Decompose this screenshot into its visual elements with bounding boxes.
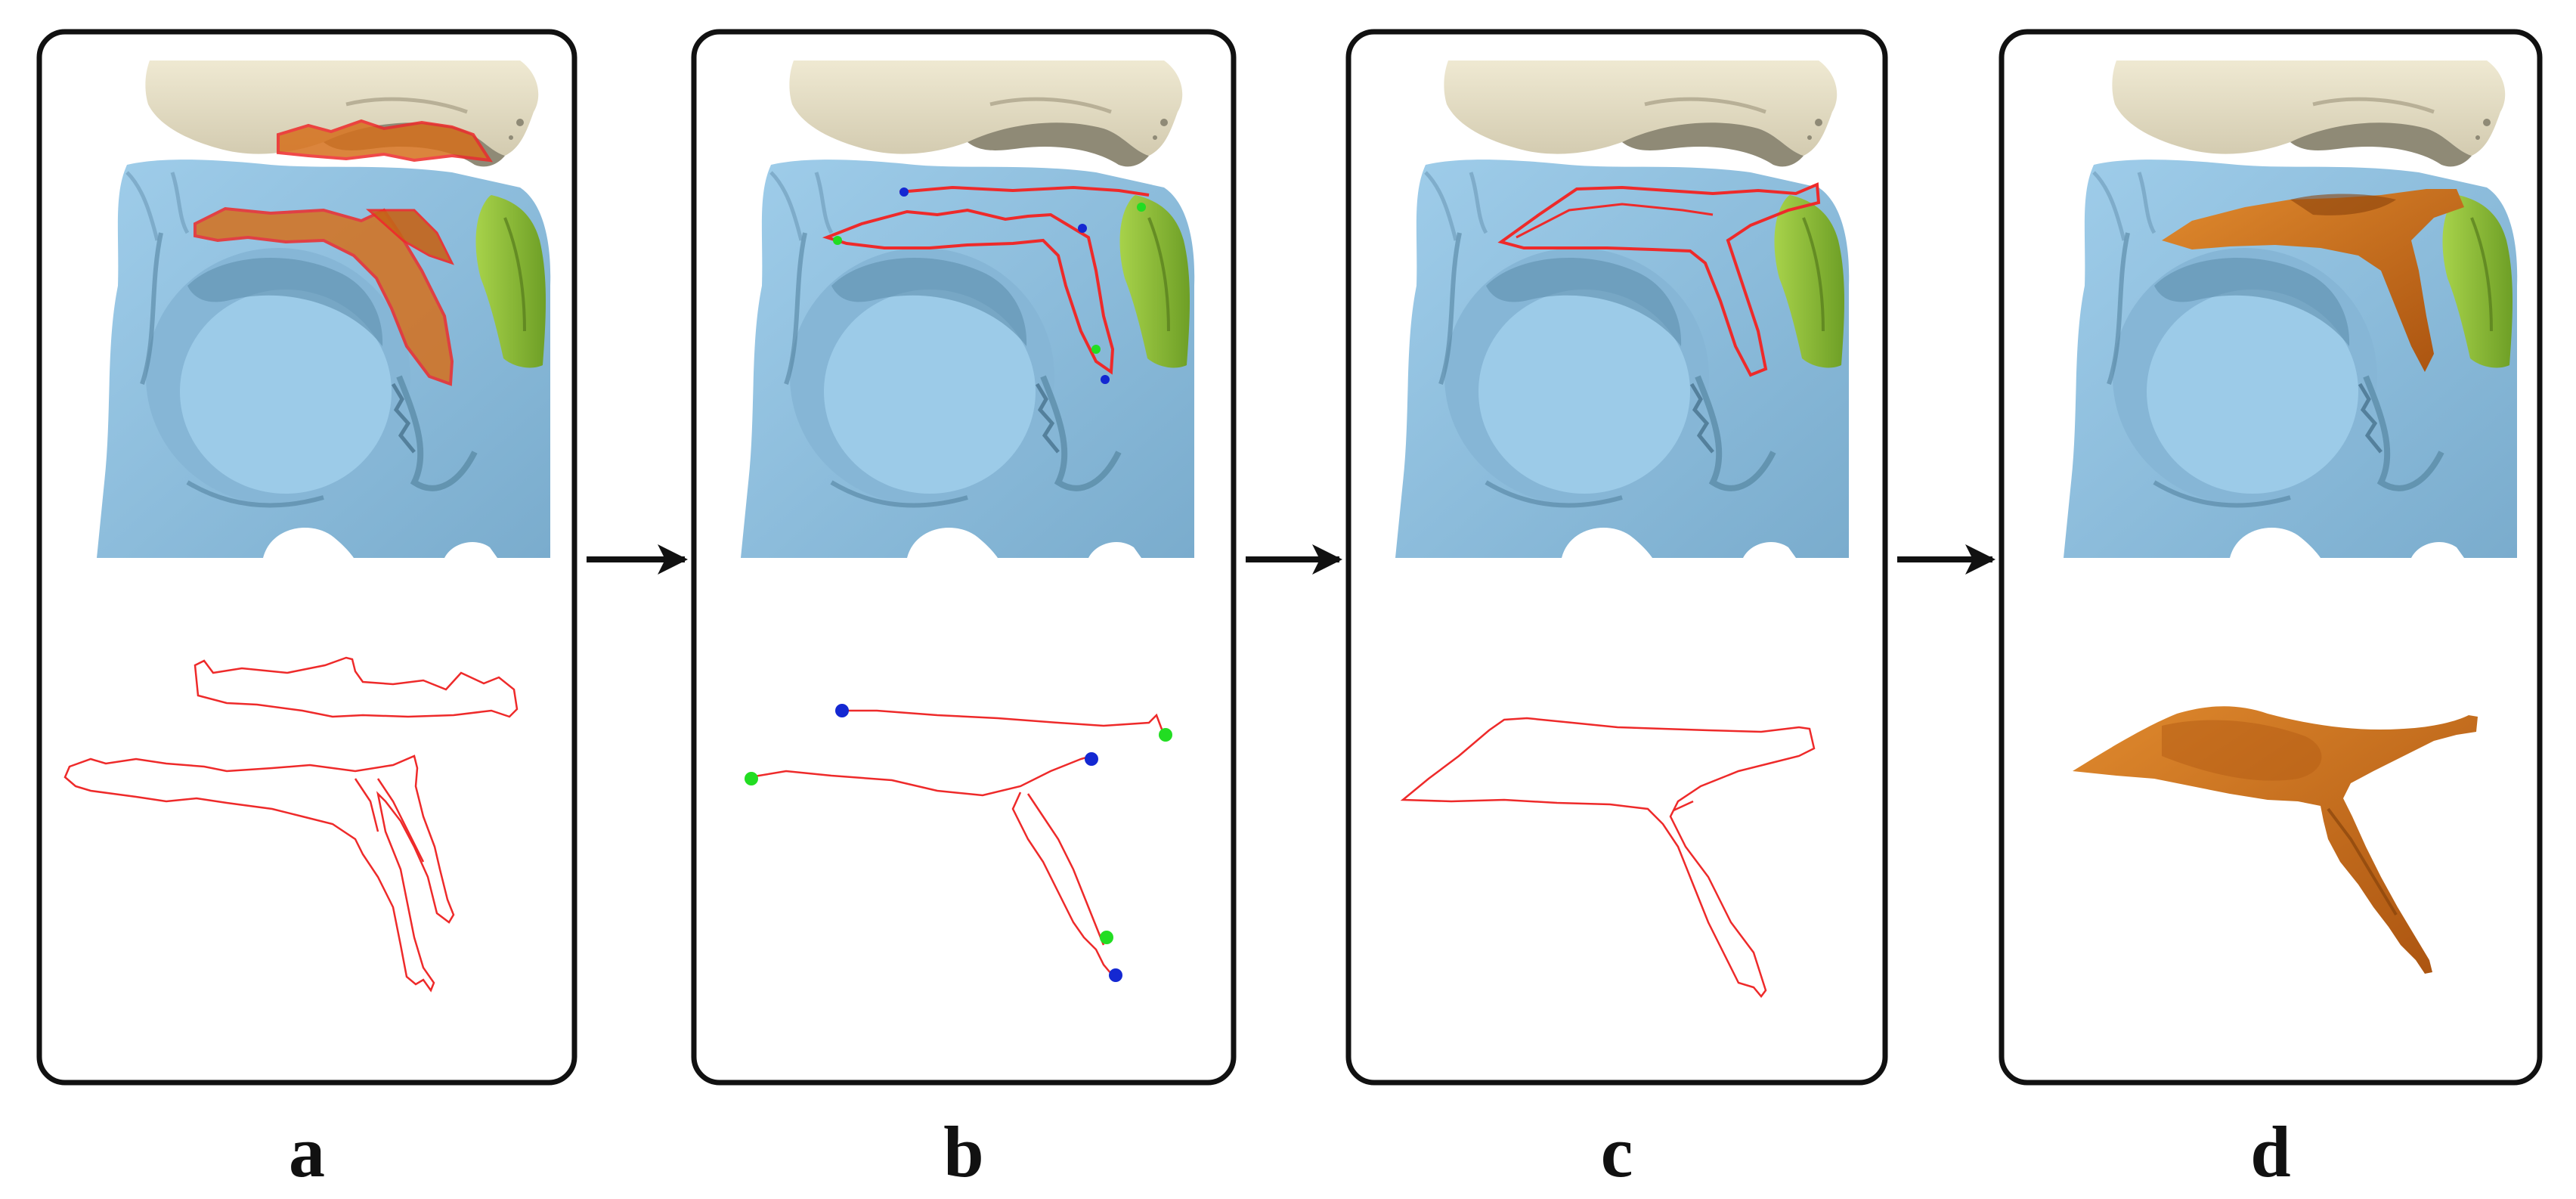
marker-blue [1101, 375, 1110, 384]
marker-green-icon [745, 772, 758, 785]
panel-d-seam-surface [2073, 706, 2478, 974]
marker-green [1091, 345, 1101, 354]
marker-green-icon [1159, 728, 1172, 742]
marker-blue-icon [835, 704, 849, 717]
marker-green [1137, 203, 1146, 212]
panel-c-render [1395, 59, 1849, 558]
marker-green-icon [1100, 931, 1113, 944]
panel-c-label: c [1601, 1111, 1633, 1192]
marker-blue-icon [1085, 752, 1098, 766]
panel-a-render [97, 59, 550, 558]
marker-blue-icon [1109, 968, 1122, 982]
panel-a-contour [63, 656, 519, 993]
panel-b-label: b [943, 1111, 983, 1192]
panel-b-contour [749, 709, 1166, 974]
marker-blue [1078, 224, 1087, 233]
marker-blue [899, 187, 909, 197]
panel-d-render [2064, 59, 2517, 558]
panel-a-label: a [289, 1111, 325, 1192]
marker-green [833, 236, 842, 245]
panel-b-render [741, 59, 1194, 558]
panel-d-label: d [2250, 1111, 2290, 1192]
panel-c-contour [1400, 717, 1816, 999]
